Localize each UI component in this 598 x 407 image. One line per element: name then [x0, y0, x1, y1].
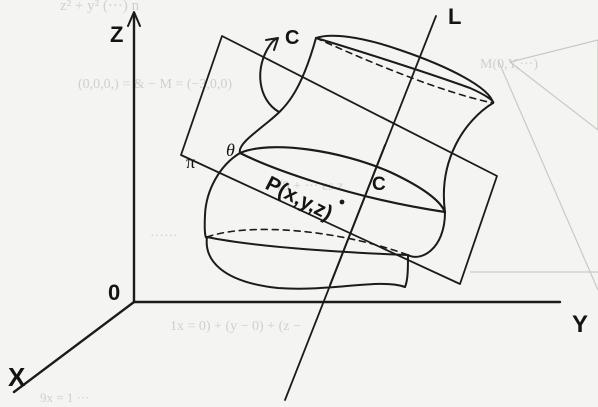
top-ellipse-upper — [315, 34, 494, 104]
line-l-label: L — [448, 4, 461, 29]
svg-text:(0,0,0,) = & − M = (−3,0,0): (0,0,0,) = & − M = (−3,0,0) — [78, 77, 232, 92]
bottom-ellipse-lower — [206, 236, 409, 256]
svg-text:√9 + ··· es z: √9 + ··· es z — [275, 179, 343, 194]
curve-c-label-top: C — [285, 27, 299, 49]
point-p-marker — [339, 199, 345, 205]
surface-left-profile — [203, 37, 406, 290]
svg-text:z² + y² (···) n: z² + y² (···) n — [60, 0, 140, 14]
rotation-arrow — [259, 37, 280, 113]
rotation-arrowhead — [265, 37, 279, 51]
middle-section-lower — [238, 151, 447, 214]
y-axis-label: Y — [572, 311, 588, 338]
curve-c-label-mid: C — [372, 174, 386, 195]
background-bleed-through: z² + y² (···) n M(0,Y,···) (0,0,0,) = & … — [40, 0, 598, 405]
coordinate-axes — [12, 11, 562, 394]
bottom-ellipse-upper — [206, 228, 409, 256]
rotation-arrow-path — [259, 38, 280, 113]
svg-text:M(0,Y,···): M(0,Y,···) — [480, 57, 538, 72]
middle-section-upper — [238, 146, 447, 214]
top-ellipse-back — [315, 37, 494, 104]
svg-text:9x = 1 ···: 9x = 1 ··· — [40, 390, 90, 405]
revolution-surface — [203, 34, 495, 290]
svg-text:1x = 0) + (y − 0) + (z −: 1x = 0) + (y − 0) + (z − — [170, 319, 301, 334]
z-axis-arrowhead — [127, 11, 141, 27]
line-l-front — [329, 144, 386, 286]
surface-right-profile — [404, 102, 494, 288]
x-axis-label: X — [8, 362, 26, 392]
z-axis-label: Z — [110, 22, 123, 47]
angle-theta-label: θ — [226, 140, 235, 160]
plane-pi-label: π — [186, 152, 195, 172]
svg-text:······: ······ — [150, 229, 178, 244]
plane-pi — [180, 35, 498, 285]
origin-label: 0 — [108, 280, 120, 305]
x-axis — [12, 300, 136, 394]
